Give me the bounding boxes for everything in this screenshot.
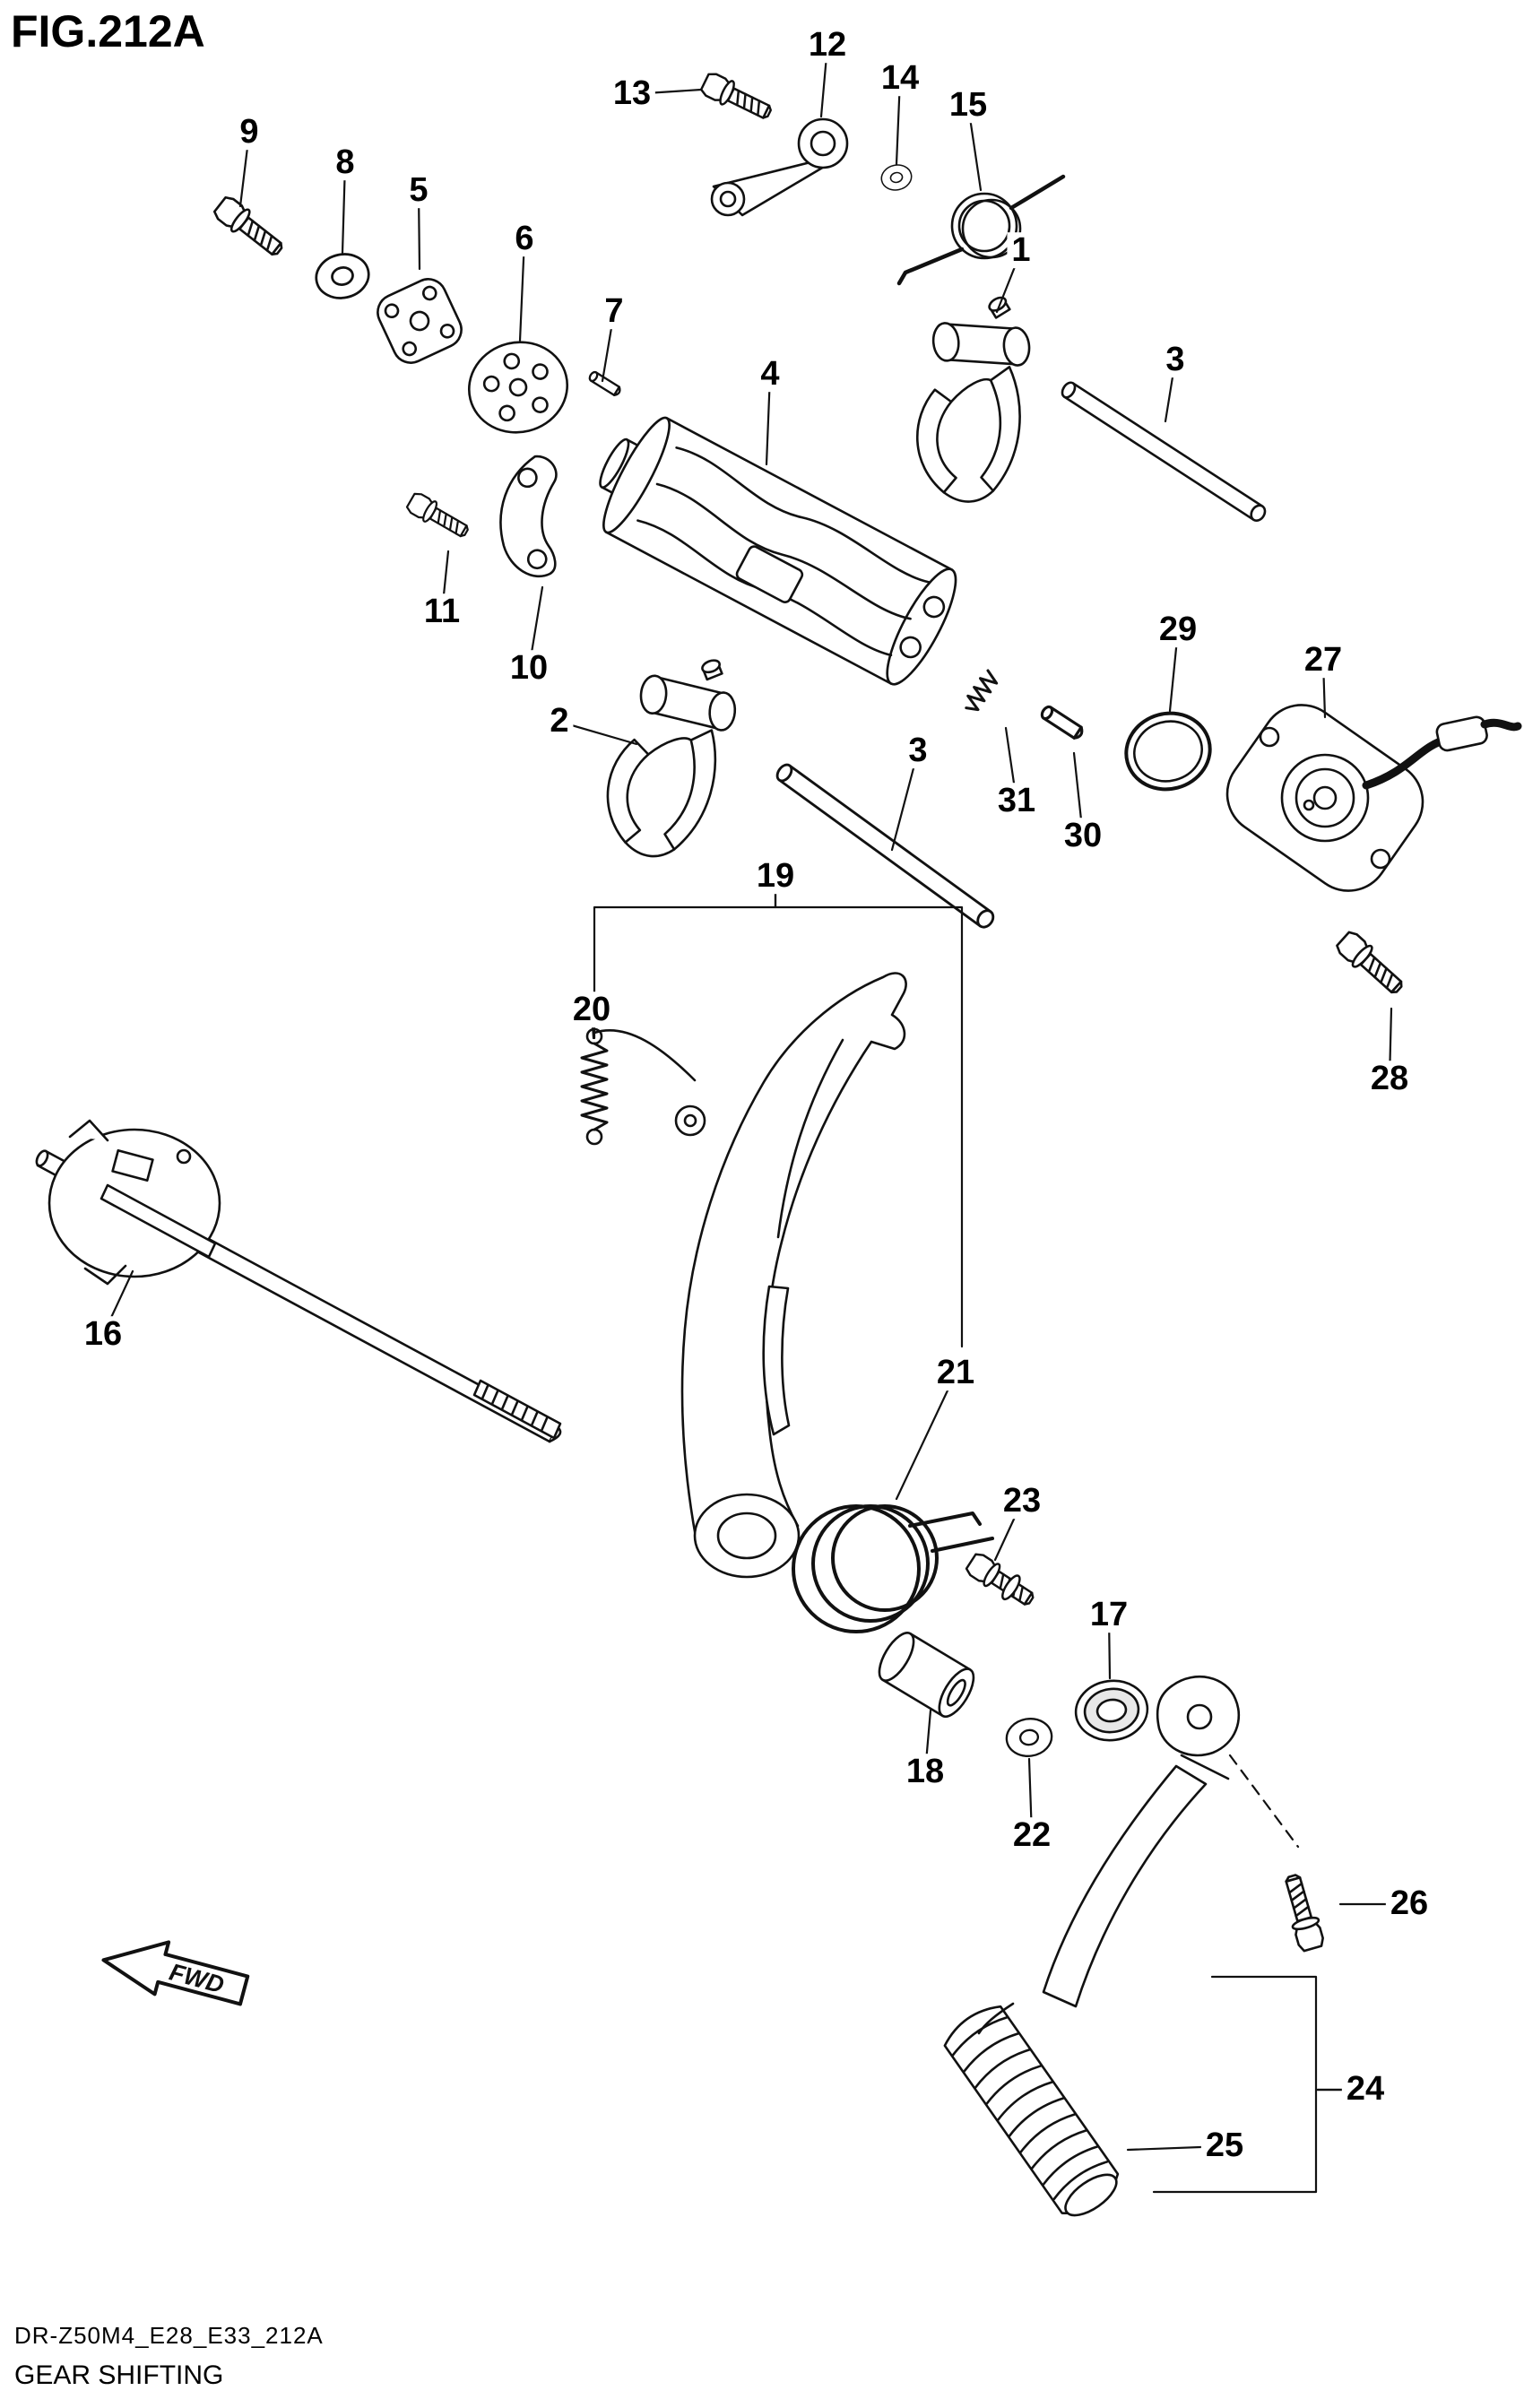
part-number-label-16: 16: [79, 1316, 127, 1353]
part-number-label-5: 5: [404, 172, 433, 209]
pedal-pinch-bolt: [1277, 1871, 1328, 1953]
shift-fork-2: [601, 648, 741, 864]
figure-title: FIG.212A: [11, 6, 205, 56]
part-number-label-22: 22: [1008, 1817, 1056, 1854]
part-number-label-26: 26: [1385, 1885, 1433, 1922]
part-number-label-29: 29: [1154, 611, 1202, 648]
o-ring: [1124, 711, 1212, 792]
part-number-label-12: 12: [803, 27, 852, 64]
part-number-label-15: 15: [944, 87, 992, 124]
gear-position-switch: [1225, 704, 1522, 892]
part-number-label-21: 21: [931, 1355, 980, 1391]
stopper-bolt: [403, 489, 473, 544]
part-number-label-7: 7: [600, 293, 628, 330]
figure-code: DR-Z50M4_E28_E33_212A: [14, 2322, 324, 2349]
part-number-label-3: 3: [904, 732, 932, 769]
part-number-label-19: 19: [751, 858, 800, 895]
part-number-label-2: 2: [545, 703, 574, 740]
part-number-label-18: 18: [901, 1754, 949, 1790]
part-number-label-25: 25: [1200, 2127, 1249, 2164]
part-number-label-31: 31: [992, 783, 1041, 819]
part-number-label-11: 11: [419, 593, 465, 630]
part-number-label-14: 14: [876, 60, 924, 97]
figure-caption: GEAR SHIFTING: [14, 2360, 224, 2390]
part-number-label-1: 1: [1007, 232, 1035, 269]
fwd-arrow: FWD: [101, 1940, 250, 2006]
part-number-label-10: 10: [505, 650, 553, 687]
part-number-label-17: 17: [1085, 1597, 1133, 1633]
part-number-label-30: 30: [1059, 818, 1107, 854]
fork-shaft-lower: [773, 760, 998, 931]
gear-shift-pedal: [943, 1676, 1241, 2217]
figure-footer: DR-Z50M4_E28_E33_212A GEAR SHIFTING: [14, 2322, 324, 2391]
adjuster-bolt: [963, 1549, 1040, 1613]
part-number-label-13: 13: [608, 75, 656, 112]
part-number-label-3: 3: [1161, 342, 1190, 378]
torsion-spring: [896, 174, 1066, 286]
gear-shift-shaft: [35, 1119, 562, 1443]
gear-shift-cam-drum: [599, 416, 957, 686]
dowel-pin: [586, 369, 623, 398]
part-number-label-24: 24: [1341, 2071, 1390, 2108]
part-number-label-6: 6: [510, 221, 539, 257]
shift-pawl-lever: [593, 972, 907, 1579]
shift-link-arm: [710, 117, 849, 217]
shaft-washer: [1002, 1714, 1056, 1761]
part-number-label-8: 8: [331, 144, 359, 181]
spacer-collar: [878, 1632, 975, 1719]
part-number-label-23: 23: [998, 1483, 1046, 1520]
pawl-spring: [580, 1027, 609, 1146]
cam-guide-bolt: [210, 193, 290, 263]
lever-bolt: [697, 69, 776, 126]
switch-bolt: [1332, 927, 1409, 1000]
stopper-bracket: [499, 455, 558, 578]
cam-guide-washer: [310, 247, 375, 305]
detent-pin: [1038, 703, 1087, 742]
shift-fork-1: [904, 291, 1043, 507]
part-number-label-27: 27: [1299, 642, 1347, 679]
return-spring: [792, 1504, 994, 1633]
part-number-label-28: 28: [1365, 1061, 1414, 1097]
cam-guide-plate: [377, 278, 463, 364]
oil-seal: [1074, 1679, 1149, 1742]
detent-spring: [965, 669, 999, 712]
small-washer: [878, 161, 915, 194]
part-number-label-20: 20: [567, 992, 616, 1028]
part-number-label-9: 9: [235, 114, 264, 151]
part-number-label-4: 4: [756, 356, 784, 393]
fork-shaft-upper: [1058, 378, 1269, 524]
cam-stopper-plate: [467, 341, 569, 434]
